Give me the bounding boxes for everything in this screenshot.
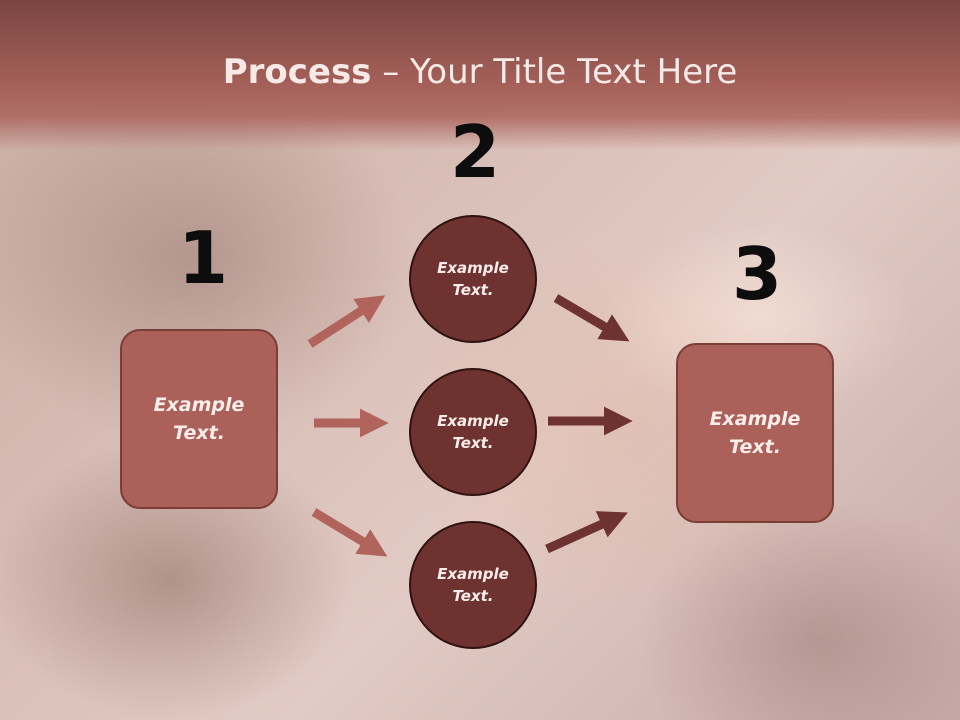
title-strong: Process xyxy=(222,52,372,92)
step-1-box[interactable]: Example Text. xyxy=(120,329,278,509)
step-2-circle-bottom-label: Example Text. xyxy=(437,564,509,606)
step-2-circle-middle[interactable]: Example Text. xyxy=(409,368,537,496)
step-number-3: 3 xyxy=(732,232,783,316)
title-rest: – Your Title Text Here xyxy=(371,52,738,92)
step-2-circle-bottom[interactable]: Example Text. xyxy=(409,521,537,649)
step-2-circle-top[interactable]: Example Text. xyxy=(409,215,537,343)
title-band xyxy=(0,0,960,150)
step-2-circle-middle-label: Example Text. xyxy=(437,411,509,453)
step-1-label: Example Text. xyxy=(153,393,245,445)
step-3-label: Example Text. xyxy=(709,407,801,459)
step-number-2: 2 xyxy=(450,110,501,194)
step-3-box[interactable]: Example Text. xyxy=(676,343,834,523)
step-number-1: 1 xyxy=(178,216,229,300)
slide-title: Process – Your Title Text Here xyxy=(0,52,960,92)
step-2-circle-top-label: Example Text. xyxy=(437,258,509,300)
